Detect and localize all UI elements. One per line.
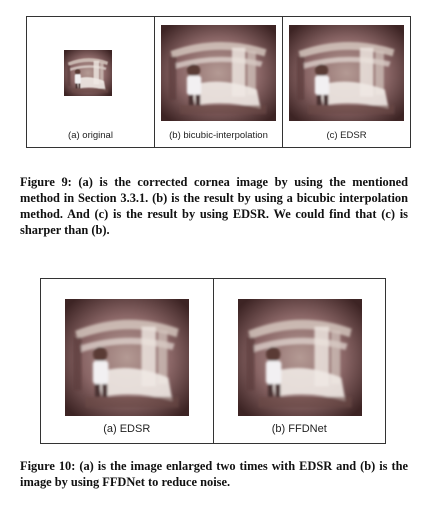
panel-label: (a) EDSR — [103, 423, 151, 435]
edsr-enlarged-image — [65, 299, 189, 416]
figure-9-panel-original: (a) original — [27, 17, 155, 147]
edsr-image — [289, 25, 404, 121]
figure-9-panel-edsr: (c) EDSR — [283, 17, 410, 147]
ffdnet-denoised-image — [237, 299, 362, 416]
panel-label: (c) EDSR — [326, 130, 367, 141]
figure-9-panel-bicubic: (b) bicubic-interpolation — [155, 17, 283, 147]
figure-10-caption: Figure 10: (a) is the image enlarged two… — [20, 459, 408, 489]
panel-label: (a) original — [68, 130, 113, 141]
panel-label: (b) bicubic-interpolation — [169, 130, 268, 141]
figure-10-panel-edsr: (a) EDSR — [41, 279, 214, 443]
figure-9-caption: Figure 9: (a) is the corrected cornea im… — [20, 175, 408, 237]
panel-label: (b) FFDNet — [271, 423, 327, 435]
bicubic-interpolation-image — [161, 25, 276, 121]
original-cornea-image — [64, 50, 112, 96]
figure-9-panels: (a) original (b) bicubic-interpolation (… — [26, 16, 411, 148]
figure-10-panel-ffdnet: (b) FFDNet — [214, 279, 386, 443]
figure-10-panels: (a) EDSR (b) FFDNet — [40, 278, 386, 444]
